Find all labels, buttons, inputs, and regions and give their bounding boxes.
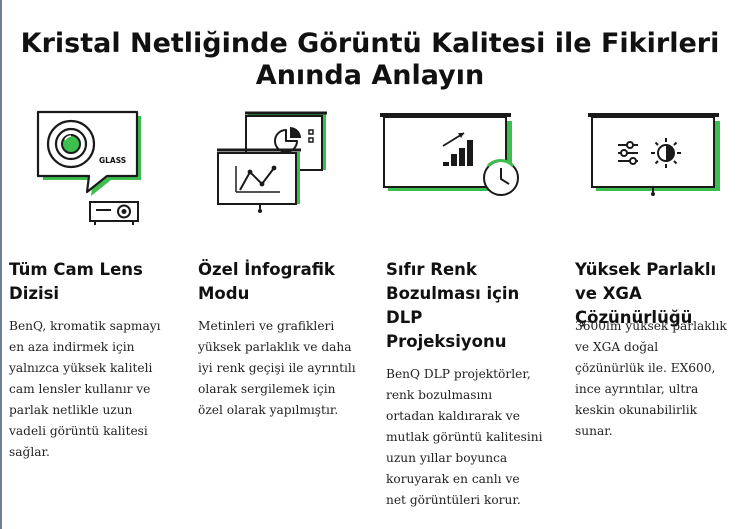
feature-title-infographic: Özel İnfografik Modu bbox=[198, 260, 335, 303]
page-left-edge bbox=[0, 0, 2, 529]
lens-glass-projector-icon: GLASS bbox=[36, 110, 141, 225]
infographic-screens-icon bbox=[217, 111, 327, 213]
dlp-bar-chart-clock-icon bbox=[380, 113, 519, 196]
feature-title-dlp: Sıfır Renk Bozulması için DLP Projeksiyo… bbox=[386, 260, 520, 351]
feature-desc-infographic: Metinleri ve grafikleri yüksek parlaklık… bbox=[198, 319, 356, 417]
page-title-line-2: Anında Anlayın bbox=[255, 60, 485, 91]
feature-desc-glass-lens: BenQ, kromatik sapmayı en aza indirmek i… bbox=[9, 319, 161, 459]
feature-title-brightness: Yüksek Parlaklı ve XGA Çözünürlüğü bbox=[575, 260, 717, 327]
brightness-sliders-icon bbox=[588, 113, 720, 196]
feature-title-glass-lens: Tüm Cam Lens Dizisi bbox=[9, 260, 143, 303]
feature-desc-dlp: BenQ DLP projektörler, renk bozulmasını … bbox=[386, 367, 543, 507]
svg-text:GLASS: GLASS bbox=[99, 156, 126, 165]
feature-desc-brightness: 3600lm yüksek parlaklık ve XGA doğal çöz… bbox=[575, 319, 727, 438]
page-title-line-1: Kristal Netliğinde Görüntü Kalitesi ile … bbox=[20, 28, 720, 59]
